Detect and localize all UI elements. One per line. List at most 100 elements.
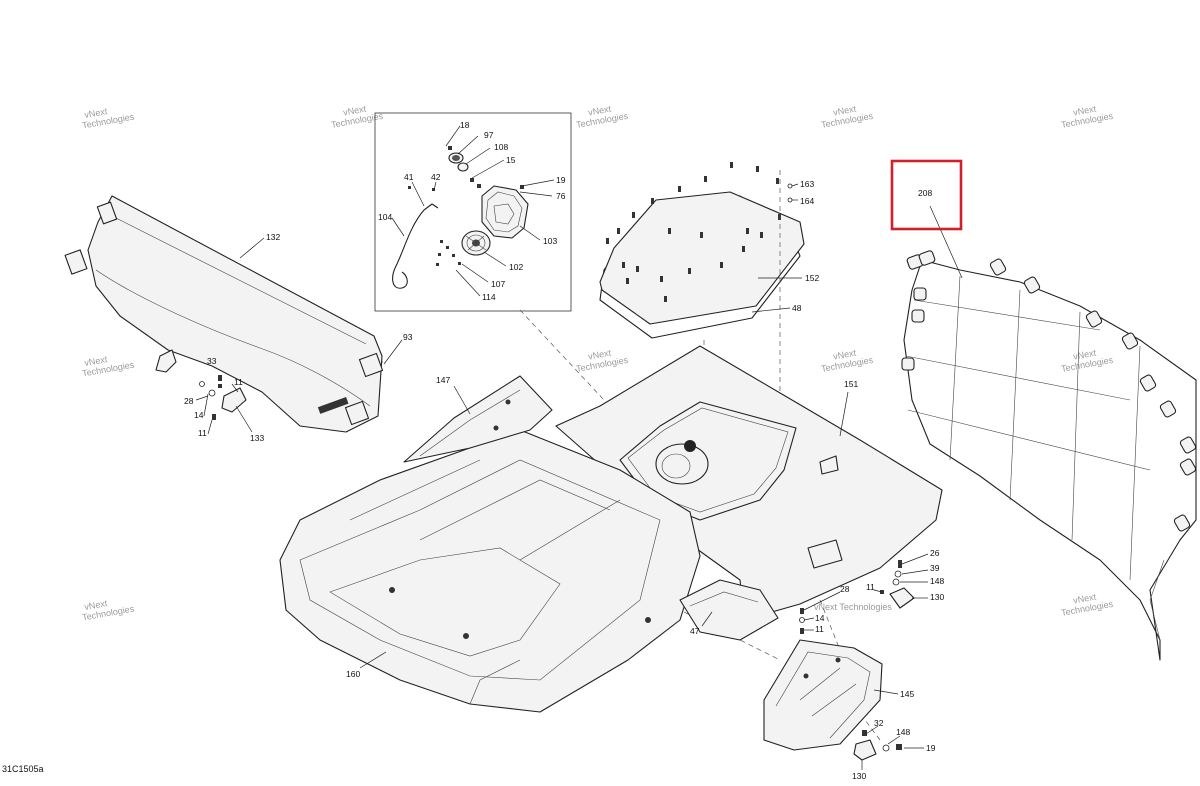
cargo-net xyxy=(901,205,1197,661)
reference-code: 31C1505a xyxy=(2,764,44,774)
watermark: vNext Technologies xyxy=(820,348,874,374)
panel-fasteners xyxy=(606,162,781,302)
callout-108: 108 xyxy=(494,142,508,152)
panel-plate xyxy=(599,191,805,325)
callout-76: 76 xyxy=(556,191,566,201)
installed-speaker xyxy=(655,443,709,485)
speaker xyxy=(461,230,491,256)
svg-text:vNext: vNext xyxy=(1072,592,1097,606)
callout-19: 19 xyxy=(556,175,566,185)
callout-19: 19 xyxy=(926,743,936,753)
vent xyxy=(819,455,839,475)
callout-132: 132 xyxy=(266,232,280,242)
svg-text:vNext: vNext xyxy=(832,348,857,362)
callout-41: 41 xyxy=(404,172,414,182)
highlight-box xyxy=(890,159,963,231)
clamp-hardware-lower: 32 148 19 130 xyxy=(852,718,936,781)
callout-133: 133 xyxy=(250,433,264,443)
callout-28: 28 xyxy=(840,584,850,594)
callout-28: 28 xyxy=(184,396,194,406)
watermark: vNext Technologies xyxy=(1060,104,1114,130)
clip xyxy=(457,162,469,172)
watermark: vNext Technologies xyxy=(81,354,135,378)
callout-11: 11 xyxy=(815,624,824,634)
side-cover: 145 xyxy=(763,639,914,751)
watermark: vNext Technologies xyxy=(1060,592,1114,618)
callout-26: 26 xyxy=(930,548,940,558)
bag-strap xyxy=(358,352,384,378)
side-pod xyxy=(403,375,553,463)
callout-11: 11 xyxy=(866,582,875,592)
callout-147: 147 xyxy=(436,375,450,385)
watermark: vNext Technologies xyxy=(330,104,384,130)
wire-connector xyxy=(423,203,439,211)
callout-32: 32 xyxy=(874,718,884,728)
callout-97: 97 xyxy=(484,130,494,140)
vent xyxy=(807,539,843,569)
watermark: vNext Technologies xyxy=(575,348,629,374)
front-cover xyxy=(279,429,701,713)
svg-text:vNext: vNext xyxy=(587,104,612,118)
bag-strap xyxy=(344,400,370,426)
svg-text:vNext: vNext xyxy=(84,354,109,368)
washer-163 xyxy=(787,183,793,189)
callout-48: 48 xyxy=(792,303,802,313)
callout-208: 208 xyxy=(918,188,932,198)
bag-strap xyxy=(64,249,88,275)
speaker-cap xyxy=(684,440,696,452)
wire-harness xyxy=(392,209,425,289)
hook-bracket xyxy=(155,349,177,373)
detail-inset: 18 97 108 15 41 42 19 76 104 103 102 107… xyxy=(374,112,572,312)
svg-text:vNext: vNext xyxy=(342,104,367,118)
callout-148: 148 xyxy=(930,576,944,586)
callout-107: 107 xyxy=(491,279,505,289)
inset-leaders xyxy=(391,125,555,297)
bag-strap xyxy=(96,201,118,225)
callout-93: 93 xyxy=(403,332,413,342)
washer-164 xyxy=(787,197,793,203)
hook-133 xyxy=(221,387,247,413)
callout-164: 164 xyxy=(800,196,814,206)
cover-panel: 163 164 152 48 xyxy=(599,162,819,339)
clamp-130 xyxy=(853,739,877,761)
watermark-inline: vNext Technologies xyxy=(814,602,892,612)
callout-130: 130 xyxy=(930,592,944,602)
callout-152: 152 xyxy=(805,273,819,283)
svg-text:vNext: vNext xyxy=(832,104,857,118)
storage-bag: 132 93 xyxy=(64,195,413,433)
callout-11: 11 xyxy=(198,428,207,438)
callout-47: 47 xyxy=(690,626,700,636)
callout-15: 15 xyxy=(506,155,516,165)
rear-body: 147 151 47 160 xyxy=(279,345,943,713)
callout-163: 163 xyxy=(800,179,814,189)
net-hooks xyxy=(901,250,1197,532)
watermark: vNext Technologies xyxy=(81,598,135,622)
clamp-130 xyxy=(889,587,915,609)
svg-text:vNext: vNext xyxy=(84,598,109,612)
callout-39: 39 xyxy=(930,563,940,573)
callout-104: 104 xyxy=(378,212,392,222)
watermark: vNext Technologies xyxy=(820,104,874,130)
callout-145: 145 xyxy=(900,689,914,699)
svg-text:vNext: vNext xyxy=(84,106,109,120)
clamp-hardware-upper: 26 39 148 11 130 28 14 11 xyxy=(799,548,944,634)
callout-42: 42 xyxy=(431,172,441,182)
callout-102: 102 xyxy=(509,262,523,272)
callout-33: 33 xyxy=(207,356,217,366)
callout-114: 114 xyxy=(482,292,496,302)
callout-103: 103 xyxy=(543,236,557,246)
callout-130: 130 xyxy=(852,771,866,781)
callout-14: 14 xyxy=(194,410,204,420)
screws xyxy=(408,146,524,266)
grille-center xyxy=(452,155,460,161)
callout-151: 151 xyxy=(844,379,858,389)
watermark: vNext Technologies xyxy=(81,106,135,130)
callout-18: 18 xyxy=(460,120,470,130)
bracket-47 xyxy=(679,579,779,641)
svg-text:vNext: vNext xyxy=(587,348,612,362)
hook-hardware: 33 11 28 14 11 133 xyxy=(155,349,264,443)
inset-frame xyxy=(374,112,572,312)
watermark: vNext Technologies xyxy=(575,104,629,130)
